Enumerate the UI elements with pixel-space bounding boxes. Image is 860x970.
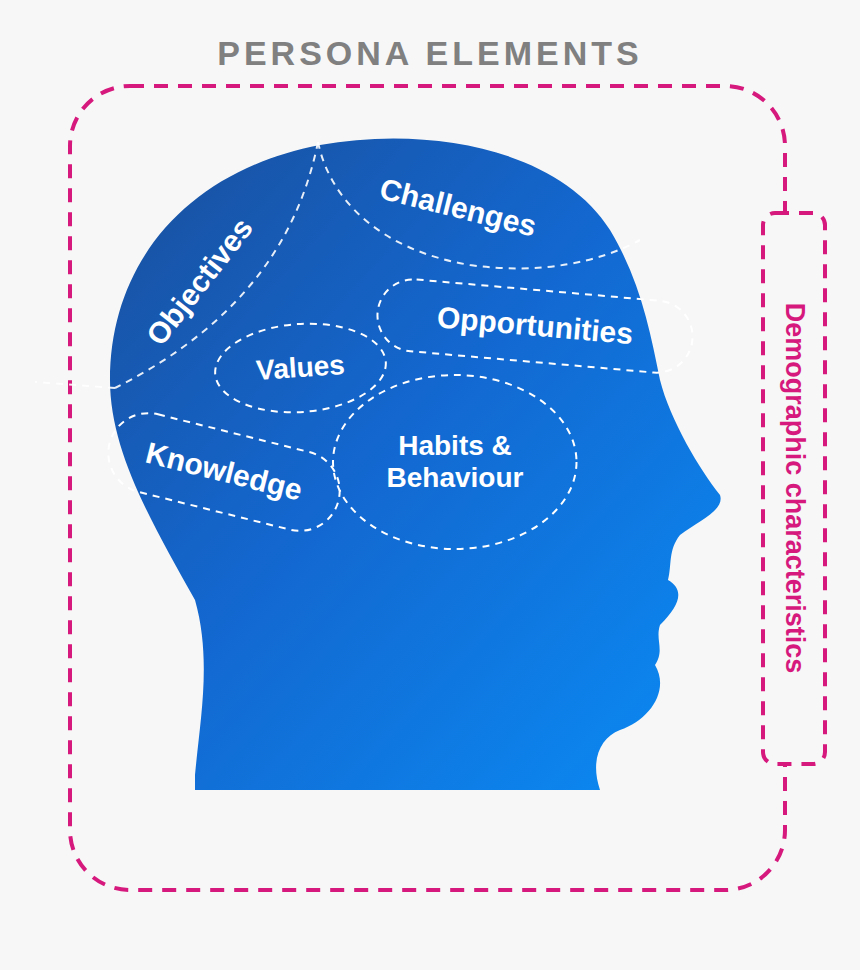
region-divider	[318, 142, 640, 268]
region-outline-shape	[100, 405, 348, 540]
region-label: Habits & Behaviour	[368, 430, 543, 494]
region-label: Demographic characteristics	[778, 303, 809, 674]
persona-region: Values	[210, 316, 391, 420]
diagram-title: PERSONA ELEMENTS	[0, 34, 860, 73]
head-silhouette	[110, 138, 721, 790]
region-outline-shape	[212, 318, 389, 418]
region-outline-shape	[333, 375, 577, 549]
region-divider	[35, 382, 115, 388]
demographic-tab: Demographic characteristics	[761, 211, 827, 766]
region-outline-shape	[763, 213, 825, 764]
region-label: Knowledge	[142, 436, 306, 508]
region-label: Values	[255, 349, 346, 387]
region-label: Opportunities	[436, 300, 635, 352]
outer-frame	[70, 86, 785, 890]
persona-region: Habits & Behaviour	[331, 373, 579, 551]
region-divider	[115, 142, 318, 388]
region-outline-shape	[374, 276, 695, 375]
